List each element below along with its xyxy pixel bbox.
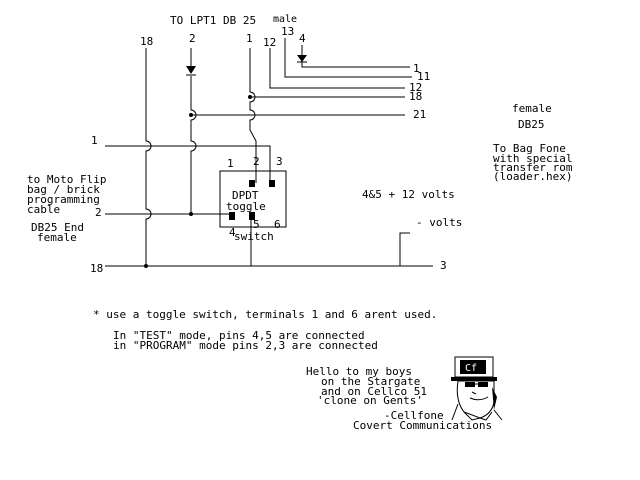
logo-text: Cf — [465, 363, 477, 374]
switch-terminal-label-5: 5 — [253, 218, 260, 231]
switch-label-dpdt: DPDT — [232, 189, 259, 202]
pin-label-18-top: 18 — [140, 35, 153, 48]
switch-terminal-4 — [229, 212, 235, 220]
cellfone-cartoon-icon: Cf — [451, 356, 503, 421]
greeting-line-3: and on Cellco 51 — [321, 385, 427, 398]
wire-pin18-vertical — [145, 48, 152, 266]
note-test-mode: In "TEST" mode, pins 4,5 are connected — [113, 329, 365, 342]
pin-label-13-top: 13 — [281, 25, 294, 38]
switch-terminal-5 — [249, 212, 255, 220]
wire-pin12 — [269, 48, 405, 89]
pin-label-1-left: 1 — [91, 134, 98, 147]
switch-terminal-label-6: 6 — [274, 218, 281, 231]
greeting-line-1: Hello to my boys — [306, 365, 412, 378]
switch-terminal-label-2: 2 — [253, 155, 260, 168]
pin-label-2-top: 2 — [189, 32, 196, 45]
pin-label-12-right: 12 — [409, 81, 422, 94]
pin-label-18-left: 18 — [90, 262, 103, 275]
junction-dot — [189, 113, 193, 117]
switch-terminal-label-4: 4 — [229, 226, 236, 239]
left-note-line-3: programming — [27, 193, 100, 206]
switch-terminal-label-1: 1 — [227, 157, 234, 170]
dpdt-switch — [219, 170, 287, 228]
wire-pin2-vertical — [190, 48, 197, 215]
wire-pin4 — [301, 45, 410, 68]
wire-pin1-vertical — [249, 48, 257, 183]
db25-end-gender: female — [37, 231, 77, 244]
switch-label-toggle: toggle — [226, 200, 266, 213]
db25-end-label: DB25 End — [31, 221, 84, 234]
diode-pin2-icon — [186, 66, 196, 74]
pin-label-1-right: 1 — [413, 62, 420, 75]
right-note-db25: DB25 — [518, 118, 545, 131]
signature-group: Covert Communications — [353, 419, 492, 432]
voltage-minus-label: - volts — [416, 216, 462, 229]
switch-terminal-2 — [249, 180, 255, 187]
left-note-line-2: bag / brick — [27, 183, 100, 196]
note-program-mode: in "PROGRAM" mode pins 2,3 are connected — [113, 339, 378, 352]
note-toggle-switch: * use a toggle switch, terminals 1 and 6… — [93, 308, 437, 321]
right-note-female: female — [512, 102, 552, 115]
greeting-line-2: on the Stargate — [321, 375, 420, 388]
pin-label-3-right: 3 — [440, 259, 447, 272]
voltage-plus-label: 4&5 + 12 volts — [362, 188, 455, 201]
right-note-line-4: (loader.hex) — [493, 170, 572, 183]
greeting-line-4: 'clone on Gents' — [317, 394, 423, 407]
right-note-line-1: To Bag Fone — [493, 142, 566, 155]
lpt-gender-label: male — [273, 14, 297, 25]
left-note-line-4: cable — [27, 203, 60, 216]
junction-dot — [189, 212, 193, 216]
pin-label-18-right: 18 — [409, 90, 422, 103]
switch-terminal-3 — [269, 180, 275, 187]
pin-label-2-left: 2 — [95, 206, 102, 219]
pin-label-21-right: 21 — [413, 108, 426, 121]
pin-label-12-top: 12 — [263, 36, 276, 49]
switch-label-switch: switch — [234, 230, 274, 243]
pin-label-1-top: 1 — [246, 32, 253, 45]
pin-label-11-right: 11 — [417, 70, 430, 83]
wire-minus-volts — [340, 232, 433, 267]
junction-dot — [248, 95, 252, 99]
signature-name: -Cellfone — [384, 409, 444, 422]
lpt-title: TO LPT1 DB 25 — [170, 14, 256, 27]
wire-pin13 — [284, 38, 412, 78]
junction-dot — [144, 264, 148, 268]
wire-left-pin1 — [105, 145, 271, 183]
right-note-line-2: with special — [493, 152, 572, 165]
pin-label-4-top: 4 — [299, 32, 306, 45]
diode-pin4-icon — [297, 55, 307, 62]
left-note-line-1: to Moto Flip — [27, 173, 106, 186]
right-note-line-3: transfer rom — [493, 161, 573, 174]
switch-terminal-label-3: 3 — [276, 155, 283, 168]
